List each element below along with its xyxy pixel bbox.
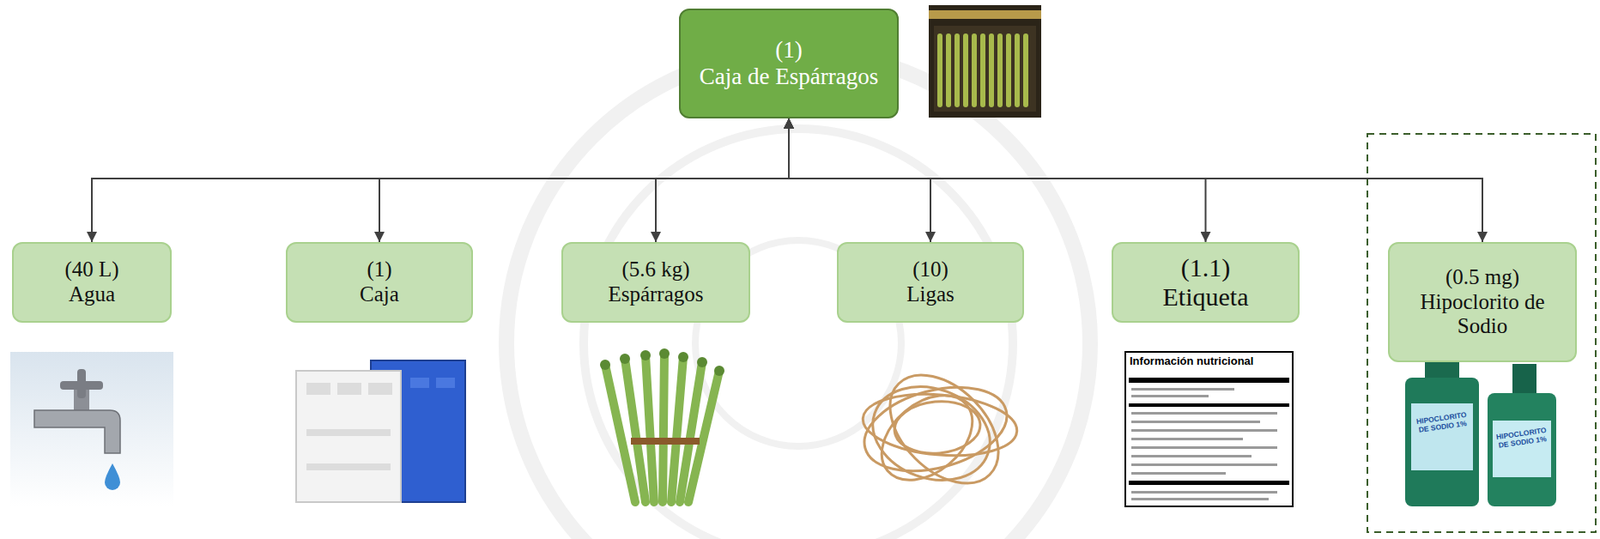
input-box: (1.1)Etiqueta [1111, 242, 1300, 323]
watermark-seal [506, 51, 1091, 539]
input-box: (0.5 mg)Hipoclorito de Sodio [1387, 242, 1577, 363]
item-name: Ligas [906, 282, 955, 308]
connector-arrow [788, 118, 1207, 243]
tap-picture [10, 351, 174, 507]
input-box: (10)Ligas [836, 242, 1025, 323]
quantity-text: (1) [775, 36, 802, 64]
asparagus-picture [600, 348, 725, 503]
quantity-text: (10) [912, 257, 949, 283]
rubber-bands-picture [854, 354, 1019, 504]
item-name: Caja de Espárragos [699, 63, 879, 91]
bottle-label: HIPOCLORITO DE SODIO 1% [1492, 425, 1552, 451]
input-box: (1)Caja [285, 242, 473, 323]
connector-arrow [91, 118, 789, 243]
item-name: Agua [68, 282, 116, 308]
nutrition-label-picture [1125, 351, 1293, 507]
quantity-text: (1.1) [1181, 253, 1231, 284]
bottle-label: HIPOCLORITO DE SODIO 1% [1412, 409, 1473, 436]
quantity-text: (1) [366, 257, 392, 283]
item-name: Caja [359, 282, 400, 308]
item-name: Etiqueta [1163, 282, 1249, 313]
connector-arrow [379, 118, 789, 243]
item-name: Espárragos [607, 282, 704, 308]
item-name: Hipoclorito de Sodio [1400, 290, 1565, 340]
quantity-text: (5.6 kg) [621, 257, 690, 283]
product-box: (1)Caja de Espárragos [678, 8, 899, 119]
connector-arrow [788, 118, 931, 243]
quantity-text: (40 L) [64, 257, 119, 283]
quantity-text: (0.5 mg) [1445, 265, 1520, 291]
crate-picture [296, 360, 466, 503]
connector-arrow [788, 118, 1483, 243]
box-photo [928, 5, 1042, 118]
label-heading: Información nutricional [1129, 354, 1254, 368]
connector-arrow [655, 118, 789, 243]
input-box: (40 L)Agua [12, 242, 172, 323]
input-box: (5.6 kg)Espárragos [561, 242, 751, 323]
bleach-bottles-picture [1405, 355, 1557, 507]
